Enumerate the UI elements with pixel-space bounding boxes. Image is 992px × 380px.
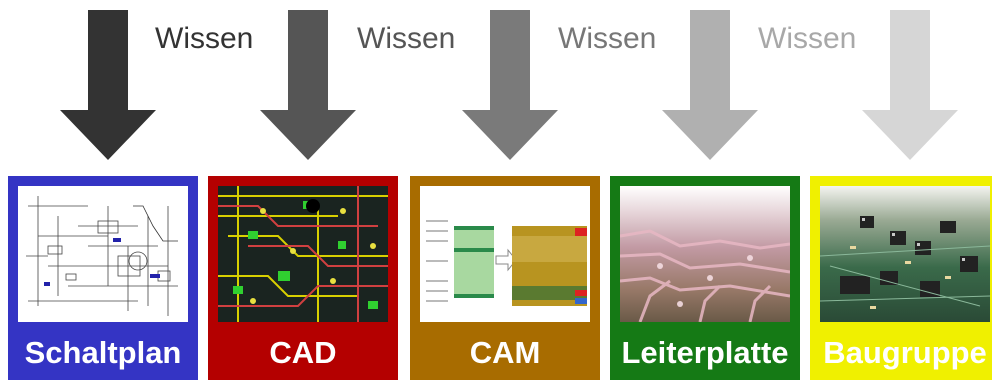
stage-label-cam: CAM xyxy=(469,335,541,370)
schematic-image xyxy=(18,186,188,322)
stage-label-schaltplan: Schaltplan xyxy=(24,335,182,370)
cam-view-image xyxy=(420,186,590,322)
bare-pcb-photo xyxy=(620,186,790,322)
wissen-label-2: Wissen xyxy=(357,22,456,55)
stage-cad: CAD xyxy=(208,176,398,380)
wissen-label-3: Wissen xyxy=(558,22,657,55)
stage-leiterplatte: Leiterplatte xyxy=(610,176,800,380)
knowledge-arrow-3 xyxy=(462,10,558,160)
pcb-layout-image xyxy=(218,186,388,322)
assembled-pcb-photo xyxy=(820,186,990,322)
knowledge-arrow-5 xyxy=(862,10,958,160)
wissen-label-4: Wissen xyxy=(758,22,857,55)
stage-schaltplan: Schaltplan xyxy=(8,176,198,380)
stage-label-baugruppe: Baugruppe xyxy=(823,335,987,370)
knowledge-arrow-1 xyxy=(60,10,156,160)
stage-baugruppe: Baugruppe xyxy=(810,176,992,380)
stage-label-cad: CAD xyxy=(269,335,337,370)
stage-label-leiterplatte: Leiterplatte xyxy=(621,335,789,370)
wissen-label-1: Wissen xyxy=(155,22,254,55)
stage-cam: CAM xyxy=(410,176,600,380)
knowledge-arrow-2 xyxy=(260,10,356,160)
knowledge-arrow-4 xyxy=(662,10,758,160)
